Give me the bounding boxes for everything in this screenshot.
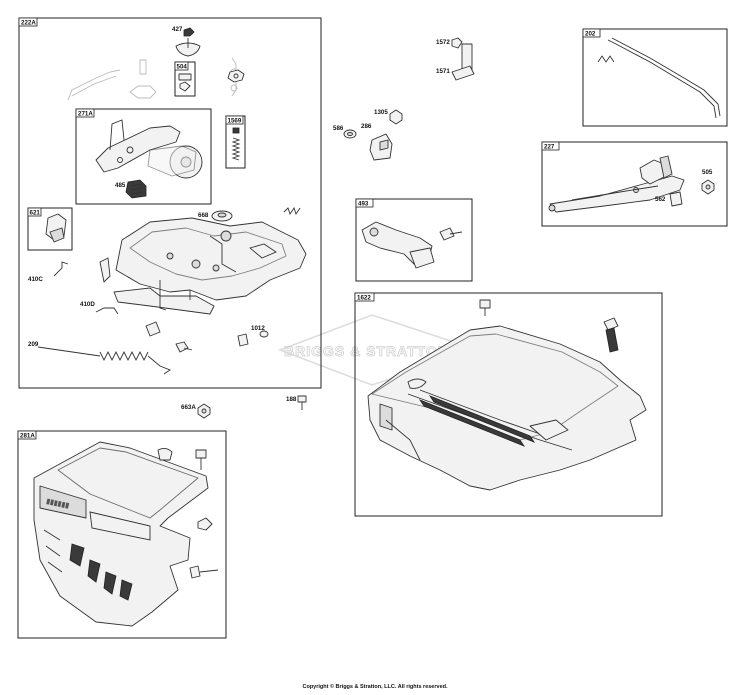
callout-410c: 410C — [28, 276, 43, 283]
callout-663a: 663A — [181, 404, 196, 411]
group-label-504: 504 — [177, 64, 188, 71]
callout-410d: 410D — [80, 301, 95, 308]
part-586-bushing[interactable]: 586 — [333, 125, 357, 139]
ghost-linkage — [67, 57, 238, 101]
group-227[interactable]: 227 — [541, 141, 728, 227]
part-209-cable[interactable]: 209 — [28, 341, 171, 375]
callout-1571: 1571 — [436, 68, 450, 75]
callout-1012: 1012 — [251, 325, 265, 332]
part-427-spring-washer[interactable]: 427 — [172, 26, 201, 57]
part-410d-clip[interactable]: 410D — [80, 301, 119, 315]
part-1571-bracket[interactable]: 1571 — [436, 65, 475, 81]
callout-1572: 1572 — [436, 39, 450, 46]
watermark-text: BRIGGS & STRATTON — [284, 343, 449, 359]
clip-part[interactable] — [145, 321, 161, 337]
group-label-227: 227 — [544, 144, 555, 151]
group-label-281a: 281A — [20, 433, 35, 440]
part-410c-clip[interactable]: 410C — [28, 261, 69, 283]
group-1622[interactable]: 1622 — [354, 292, 663, 517]
part-663a-nut[interactable]: 663A — [181, 403, 211, 419]
part-505-nut[interactable]: 505 — [701, 169, 715, 195]
callout-485: 485 — [115, 182, 126, 189]
part-1012-bushing[interactable]: 1012 — [237, 325, 269, 347]
part-485-block[interactable]: 485 — [115, 179, 147, 199]
group-222a[interactable]: 222A — [18, 17, 322, 389]
group-504[interactable]: 504 — [174, 61, 196, 97]
callout-209: 209 — [28, 341, 39, 348]
control-base-plate[interactable] — [99, 217, 307, 315]
part-188-screw[interactable]: 188 — [286, 395, 307, 410]
group-label-1569: 1569 — [228, 118, 242, 125]
part-668-grommet[interactable]: 668 — [198, 210, 233, 222]
group-621[interactable]: 621 — [27, 207, 73, 251]
callout-1305: 1305 — [374, 109, 388, 116]
callout-668: 668 — [198, 212, 209, 219]
callout-505: 505 — [702, 169, 713, 176]
group-281a[interactable]: 281A ▮▮▮▮▮▮ — [17, 430, 227, 639]
nut-part[interactable] — [227, 69, 245, 83]
group-271a[interactable]: 271A — [75, 108, 212, 205]
group-label-1622: 1622 — [357, 295, 371, 302]
screw-part[interactable] — [175, 341, 193, 353]
callout-188: 188 — [286, 396, 297, 403]
group-label-202: 202 — [585, 31, 596, 38]
part-1572-bracket[interactable]: 1572 — [436, 37, 473, 73]
small-spring[interactable] — [283, 206, 301, 216]
group-493[interactable]: 493 — [355, 198, 473, 282]
part-562-pin[interactable]: 562 — [655, 191, 683, 207]
part-286-housing[interactable]: 286 — [361, 123, 393, 161]
group-label-621: 621 — [30, 210, 41, 217]
part-1305-nut[interactable]: 1305 — [374, 109, 403, 125]
group-1569[interactable]: 1569 — [225, 115, 246, 169]
callout-286: 286 — [361, 123, 372, 130]
group-label-271a: 271A — [78, 111, 93, 118]
group-label-222a: 222A — [21, 20, 36, 27]
cover-logo: ▮▮▮▮▮▮ — [46, 498, 70, 510]
copyright-notice: Copyright © Briggs & Stratton, LLC. All … — [302, 684, 448, 690]
callout-586: 586 — [333, 125, 344, 132]
callout-562: 562 — [655, 196, 666, 203]
group-202[interactable]: 202 — [582, 28, 728, 127]
callout-427: 427 — [172, 26, 183, 33]
group-label-493: 493 — [358, 201, 369, 208]
